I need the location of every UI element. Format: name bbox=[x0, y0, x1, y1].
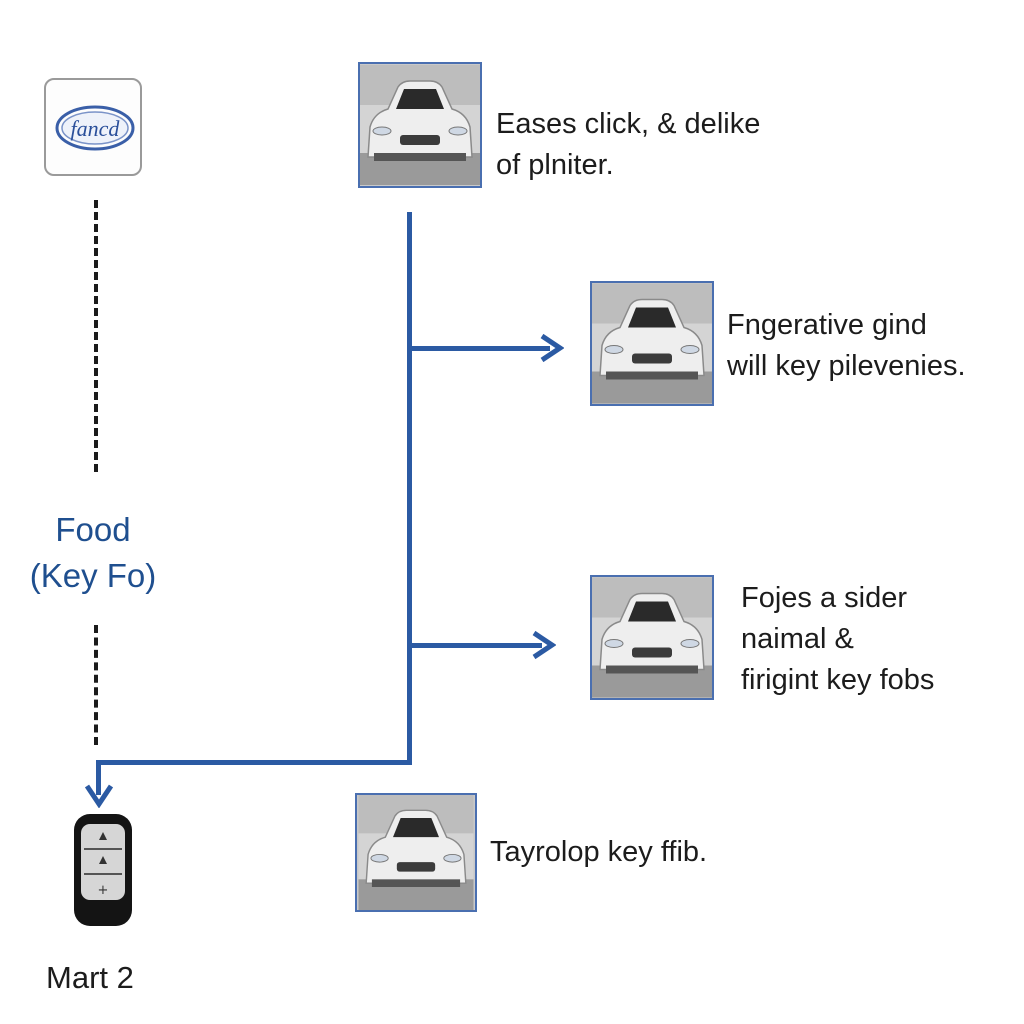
brand-logo: fancd bbox=[44, 78, 142, 176]
step-2-line1: Fngerative gind bbox=[727, 309, 927, 341]
car-image bbox=[592, 577, 712, 698]
branch-connector-step-2 bbox=[410, 346, 550, 351]
step-3-line3: firigint key fobs bbox=[741, 664, 935, 696]
step-caption-1: Eases click, & delike of plniter. bbox=[496, 104, 760, 186]
step-caption-2: Fngerative gind will key pilevenies. bbox=[727, 305, 966, 387]
return-connector-drop bbox=[96, 760, 101, 795]
key-fob-icon: + bbox=[74, 814, 132, 926]
step-4-line1: Tayrolop key ffib. bbox=[490, 836, 708, 868]
step-caption-3: Fojes a sider naimal & firigint key fobs bbox=[741, 578, 934, 701]
dashed-line-lower bbox=[94, 625, 98, 745]
branch-connector-step-3 bbox=[410, 643, 542, 648]
center-label-line1: Food bbox=[55, 511, 131, 548]
arrow-down-icon bbox=[84, 784, 114, 808]
arrow-right-icon bbox=[540, 333, 564, 363]
svg-text:+: + bbox=[98, 883, 109, 898]
brand-logo-icon: fancd bbox=[55, 105, 135, 151]
car-image bbox=[360, 64, 480, 186]
car-thumbnail-step-4 bbox=[355, 793, 477, 912]
car-image bbox=[357, 795, 475, 910]
car-thumbnail-step-3 bbox=[590, 575, 714, 700]
step-2-line2: will key pilevenies. bbox=[727, 350, 966, 382]
car-thumbnail-step-2 bbox=[590, 281, 714, 406]
main-vertical-connector bbox=[407, 212, 412, 765]
step-1-line1: Eases click, & delike bbox=[496, 108, 761, 140]
car-image bbox=[592, 283, 712, 404]
center-label: Food (Key Fo) bbox=[8, 507, 178, 599]
dashed-line-upper bbox=[94, 200, 98, 472]
center-label-line2: (Key Fo) bbox=[29, 557, 157, 594]
brand-logo-text: fancd bbox=[71, 116, 121, 141]
step-3-line2: naimal & bbox=[741, 623, 854, 655]
step-3-line1: Fojes a sider bbox=[741, 582, 908, 614]
car-thumbnail-step-1 bbox=[358, 62, 482, 188]
step-caption-4: Tayrolop key ffib. bbox=[490, 832, 707, 873]
fob-label: Mart 2 bbox=[46, 960, 134, 995]
step-1-line2: of plniter. bbox=[496, 149, 614, 181]
return-connector bbox=[96, 760, 412, 765]
arrow-right-icon bbox=[532, 630, 556, 660]
